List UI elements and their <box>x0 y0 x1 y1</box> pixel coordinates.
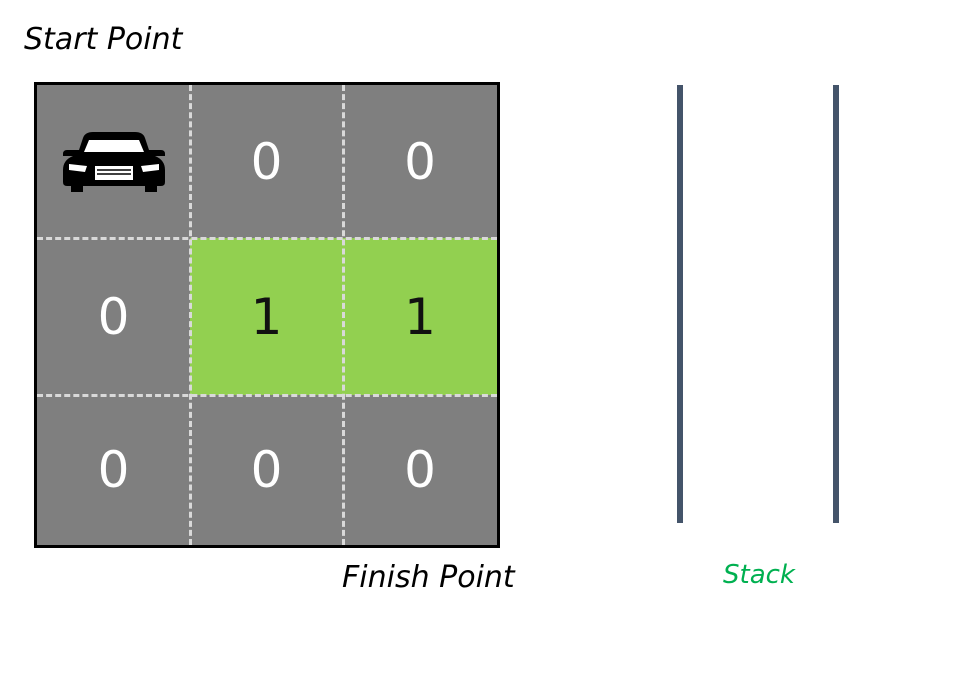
grid-divider-vertical <box>189 85 192 545</box>
grid-cell-2-1: 0 <box>250 441 283 499</box>
grid-map: 0 0 0 1 1 0 0 0 <box>34 82 500 548</box>
start-point-label: Start Point <box>24 22 183 57</box>
grid-cell-1-1: 1 <box>190 238 343 395</box>
grid-cell-0-1: 0 <box>250 132 283 191</box>
grid-divider-horizontal <box>37 237 497 240</box>
car-icon <box>62 131 165 192</box>
grid-cell-2-0: 0 <box>97 441 130 499</box>
grid-cell-1-0: 0 <box>97 287 130 346</box>
stack-label: Stack <box>723 560 795 590</box>
grid-cell-1-2: 1 <box>343 238 497 395</box>
grid-cell-0-0 <box>37 85 190 238</box>
grid-divider-vertical <box>342 85 345 545</box>
grid-cell-0-2: 0 <box>404 132 436 191</box>
stack-right-wall <box>833 85 839 523</box>
finish-point-label: Finish Point <box>342 560 515 595</box>
grid-divider-horizontal <box>37 394 497 397</box>
grid-cell-2-2: 0 <box>404 441 436 499</box>
stack-left-wall <box>677 85 683 523</box>
